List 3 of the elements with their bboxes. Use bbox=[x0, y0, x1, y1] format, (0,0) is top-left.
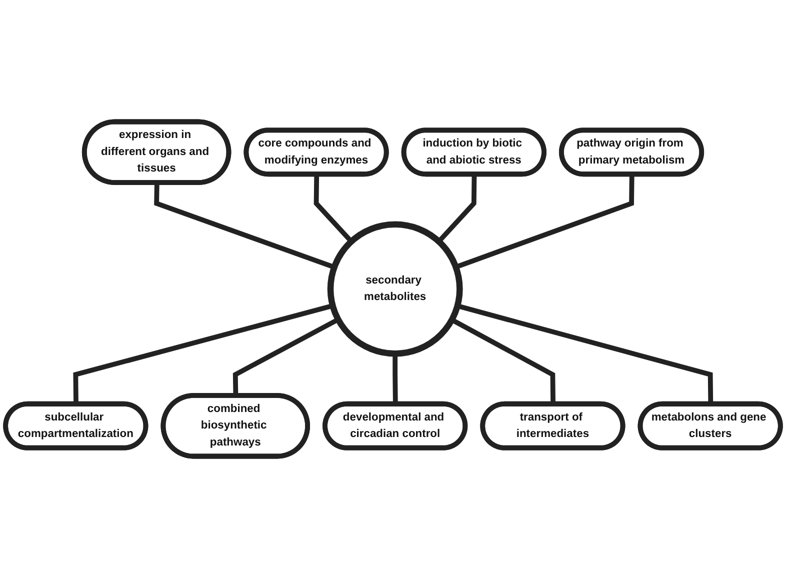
connector bbox=[437, 174, 477, 244]
connector bbox=[314, 174, 354, 244]
node-circle: secondary metabolites bbox=[327, 221, 463, 357]
